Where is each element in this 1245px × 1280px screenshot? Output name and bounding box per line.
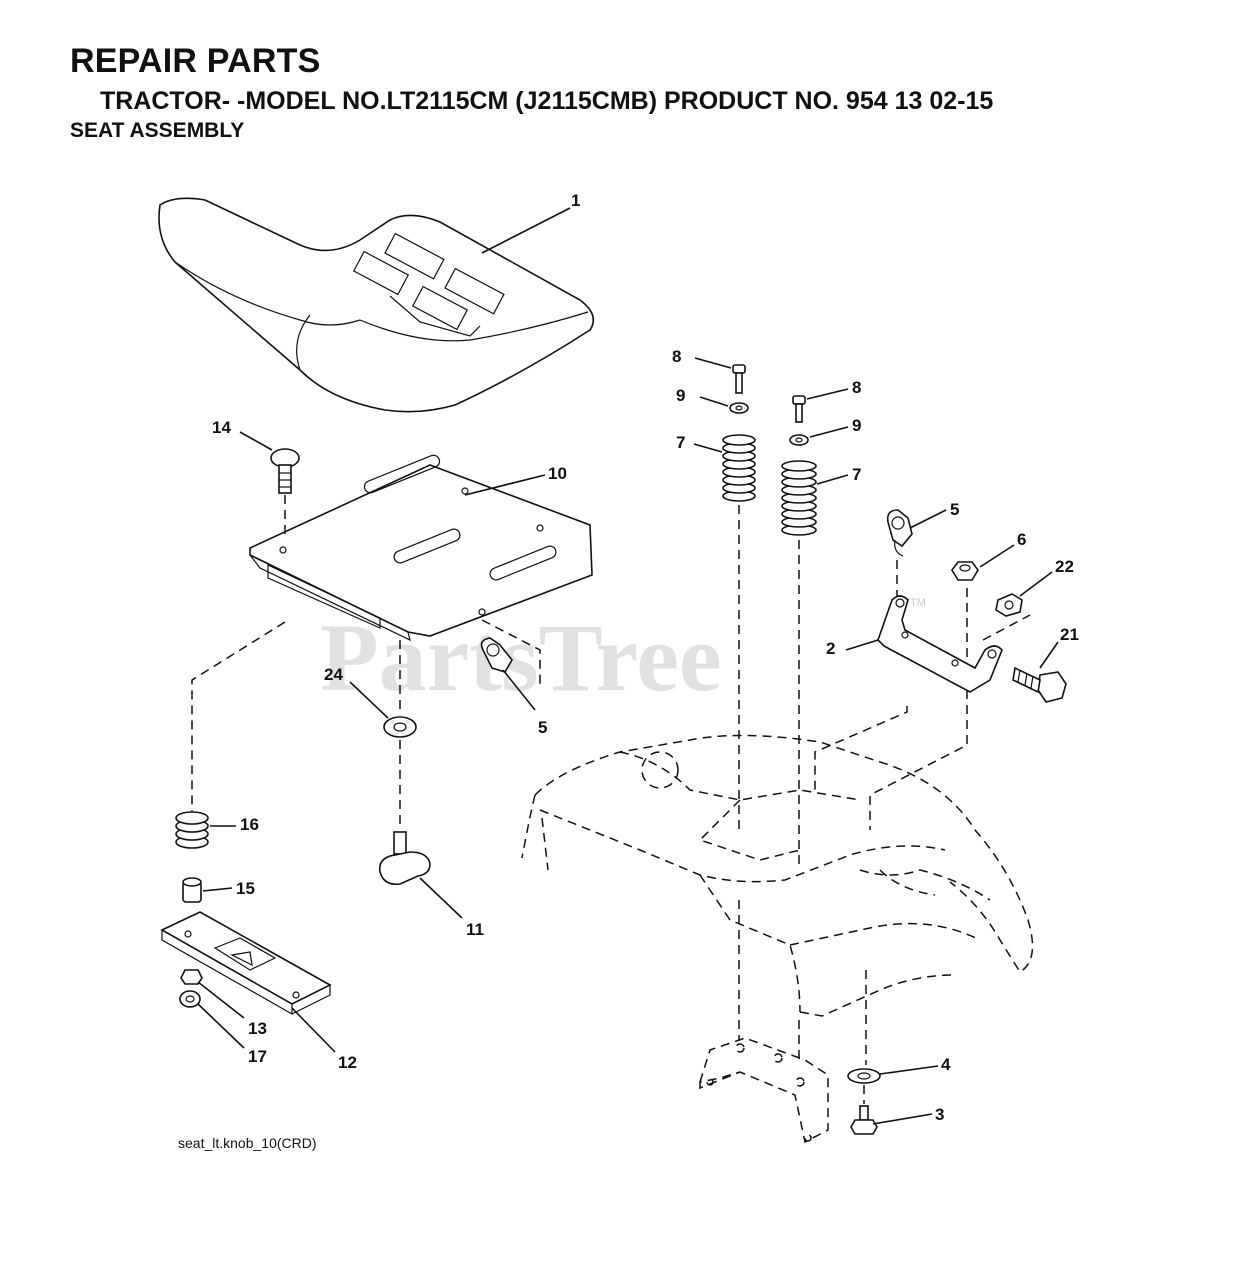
- seat-bracket-part: [845, 595, 1003, 693]
- callout-21: 21: [1060, 625, 1079, 644]
- bolt-8-left-part: [694, 357, 746, 394]
- callout-3: 3: [935, 1105, 944, 1124]
- model-line: TRACTOR- -MODEL NO.LT2115CM (J2115CMB) P…: [100, 87, 994, 115]
- callout-9-right: 9: [852, 416, 861, 435]
- washer-4-part: [847, 1065, 939, 1104]
- watermark-tm: TM: [910, 597, 926, 609]
- page-title: REPAIR PARTS: [70, 42, 321, 80]
- carriage-bolt-part: [239, 431, 300, 540]
- slide-bracket-part: [160, 911, 336, 1053]
- nut-6-part: [951, 544, 1015, 660]
- spring-7-right-part: [781, 460, 849, 870]
- callout-17: 17: [248, 1047, 267, 1066]
- seat-pan-part: [249, 454, 593, 642]
- nut-13-part: [180, 969, 245, 1019]
- callout-7-left: 7: [676, 433, 685, 452]
- seat-clip-left-part: [480, 619, 541, 711]
- washer-9-left-part: [699, 396, 749, 414]
- callout-24: 24: [324, 665, 343, 684]
- callout-1: 1: [571, 191, 580, 210]
- callout-22: 22: [1055, 557, 1074, 576]
- seat-clip-right-part: [886, 509, 947, 596]
- page-header: REPAIR PARTS TRACTOR- -MODEL NO.LT2115CM…: [70, 42, 993, 144]
- callout-2: 2: [826, 639, 835, 658]
- washer-17-part: [179, 990, 245, 1049]
- callout-5-left: 5: [538, 718, 547, 737]
- callout-5-right: 5: [950, 500, 959, 519]
- seat-part: [158, 197, 595, 413]
- fender-part: [521, 734, 1034, 1017]
- callout-16: 16: [240, 815, 259, 834]
- spring-16-part: [175, 811, 236, 849]
- nut-22-part: [982, 571, 1053, 641]
- spring-7-left-part: [693, 434, 756, 835]
- bolt-3-part: [850, 1105, 933, 1135]
- spacer-15-part: [182, 877, 233, 903]
- bolt-21-part: [1012, 641, 1067, 703]
- callout-11: 11: [466, 920, 484, 939]
- callout-9-left: 9: [676, 386, 685, 405]
- seat-knob-part: [378, 831, 463, 919]
- bolt-8-right-part: [792, 388, 849, 423]
- lower-bracket-part: [698, 1037, 829, 1144]
- washer-9-right-part: [789, 426, 849, 446]
- callout-4: 4: [941, 1055, 951, 1074]
- callout-13: 13: [248, 1019, 267, 1038]
- drawing-reference: seat_lt.knob_10(CRD): [178, 1135, 317, 1151]
- callout-8-left: 8: [672, 347, 681, 366]
- section-title: SEAT ASSEMBLY: [70, 119, 245, 142]
- callout-12: 12: [338, 1053, 357, 1072]
- callout-15: 15: [236, 879, 255, 898]
- callout-6: 6: [1017, 530, 1026, 549]
- washer-24-part: [349, 640, 417, 828]
- callout-7-right: 7: [852, 465, 861, 484]
- callout-10: 10: [548, 464, 567, 483]
- callout-14: 14: [212, 418, 231, 437]
- callout-8-right: 8: [852, 378, 861, 397]
